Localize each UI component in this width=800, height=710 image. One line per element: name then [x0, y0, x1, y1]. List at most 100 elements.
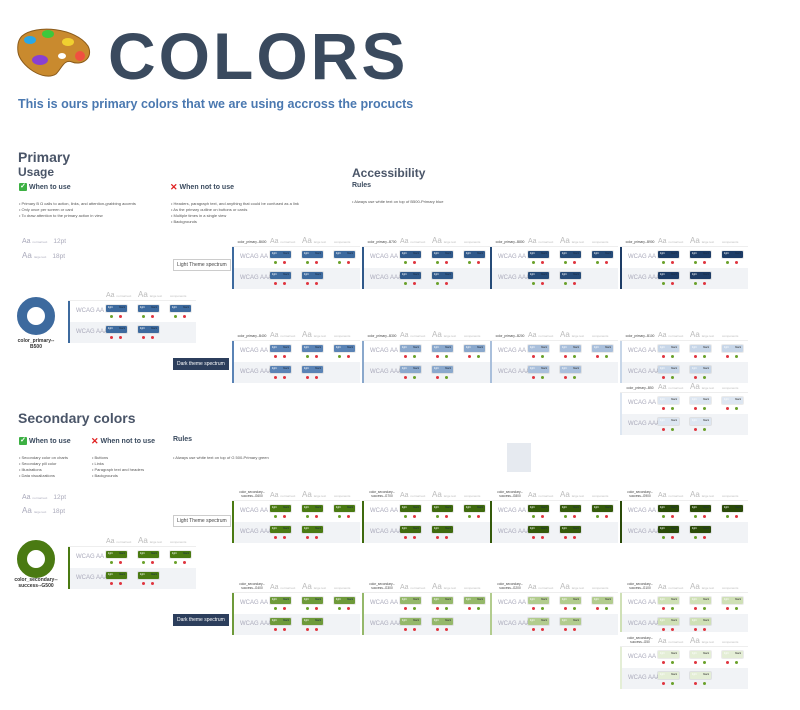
pass-icon: [436, 261, 439, 264]
aa-glyph: Aa: [270, 238, 279, 245]
aa-glyph: Aa: [690, 636, 700, 645]
fail-icon: [703, 515, 706, 518]
column-label: components: [592, 334, 609, 338]
pass-icon: [274, 261, 277, 264]
swatch-light-label: light: [466, 598, 471, 601]
column-label: normal text: [538, 334, 554, 338]
swatch-dark-label: black: [444, 506, 451, 509]
list-item: Paragraph text and headers: [92, 467, 145, 473]
pass-icon: [174, 561, 177, 564]
fail-icon: [726, 407, 729, 410]
when-not-to-use-list: Buttons Links Paragraph text and headers…: [92, 455, 145, 479]
wcag-level-label: WCAG AA: [498, 254, 527, 260]
swatch-dark-label: black: [572, 367, 579, 370]
light-theme-spectrum-button[interactable]: Light Theme spectrum: [173, 515, 231, 527]
wcag-level-label: WCAG AAA: [370, 621, 403, 627]
wcag-level-label: WCAG AAA: [370, 369, 403, 375]
fail-icon: [703, 628, 706, 631]
swatch-light-label: light: [724, 346, 729, 349]
pass-icon: [564, 261, 567, 264]
dark-theme-spectrum-button[interactable]: Dark theme spectrum: [173, 358, 229, 370]
swatch-light-label: light: [562, 598, 567, 601]
swatch-dark-label: black: [670, 273, 677, 276]
column-header: Aa normal text: [400, 584, 425, 591]
wcag-level-label: WCAG AAA: [240, 529, 273, 535]
swatch-dark-label: black: [346, 252, 353, 255]
wcag-level-label: WCAG AAA: [628, 275, 661, 281]
fail-icon: [142, 582, 145, 585]
swatch-dark-label: black: [702, 598, 709, 601]
swatch-dark-label: black: [702, 527, 709, 530]
fail-icon: [694, 428, 697, 431]
fail-icon: [413, 261, 416, 264]
fail-icon: [703, 261, 706, 264]
swatch-dark-label: black: [604, 252, 611, 255]
fail-icon: [436, 628, 439, 631]
when-to-use-list: Secondary color on charts Secondary pill…: [19, 455, 68, 479]
column-label: components: [722, 386, 739, 390]
swatch-light-label: light: [692, 652, 697, 655]
list-item: Links: [92, 461, 144, 467]
swatch-dark-label: black: [150, 306, 157, 309]
light-theme-spectrum-button[interactable]: Light Theme spectrum: [173, 259, 231, 271]
type-name: normal text: [32, 496, 48, 500]
column-header: Aa normal text: [270, 332, 295, 339]
swatch-dark-label: black: [282, 619, 289, 622]
wcag-level-label: WCAG AA: [628, 600, 657, 606]
swatch-dark-label: black: [734, 252, 741, 255]
swatch-dark-label: black: [572, 346, 579, 349]
column-label: large text: [443, 494, 457, 498]
pass-icon: [703, 407, 706, 410]
swatch-light-label: light: [692, 346, 697, 349]
when-to-use-heading: ✓When to use: [19, 183, 71, 191]
color-token-label: color_primary--B50: [626, 386, 654, 390]
pass-icon: [662, 515, 665, 518]
pass-icon: [694, 261, 697, 264]
fail-icon: [541, 515, 544, 518]
column-label: components: [722, 586, 739, 590]
fail-icon: [110, 582, 113, 585]
fail-icon: [564, 376, 567, 379]
when-not-to-use-list: Headers, paragraph text, and anything th…: [171, 201, 299, 225]
list-item: Primary B Ω calls to action, links, and …: [19, 201, 136, 207]
dark-theme-spectrum-button[interactable]: Dark theme spectrum: [173, 614, 229, 626]
pass-icon: [306, 355, 309, 358]
swatch-light-label: light: [402, 367, 407, 370]
fail-icon: [573, 628, 576, 631]
column-label: components: [464, 586, 481, 590]
fail-icon: [445, 628, 448, 631]
list-item: Multiple times in a single view: [171, 213, 299, 219]
swatch-dark-label: black: [734, 398, 741, 401]
color-token-label: color_secondary--success--G300: [369, 582, 395, 590]
column-header: components: [592, 332, 608, 339]
fail-icon: [671, 282, 674, 285]
fail-icon: [662, 628, 665, 631]
pass-icon: [671, 661, 674, 664]
swatch-dark-label: black: [444, 252, 451, 255]
column-header: components: [722, 492, 738, 499]
pass-icon: [671, 607, 674, 610]
